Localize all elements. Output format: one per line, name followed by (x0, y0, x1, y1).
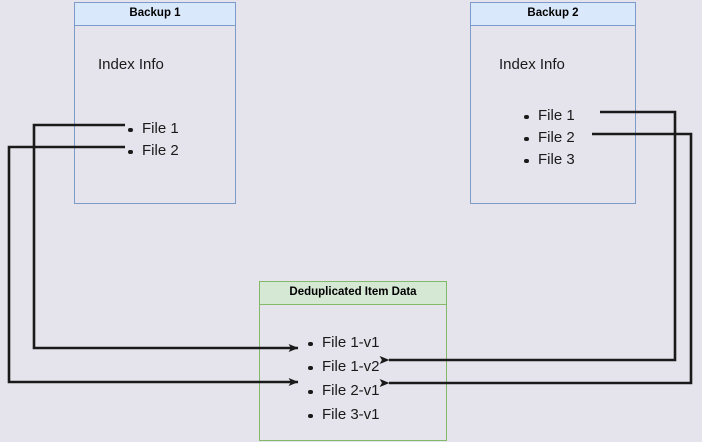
node-backup-2[interactable]: Backup 2 Index Info File 1 File 2 File 3 (470, 2, 636, 204)
node-backup-1[interactable]: Backup 1 Index Info File 1 File 2 (74, 2, 236, 204)
node-backup-1-body: Index Info File 1 File 2 (75, 26, 235, 203)
list-item: File 1-v1 (305, 331, 380, 355)
backup-2-index-label: Index Info (499, 56, 565, 73)
dedup-file-list: File 1-v1 File 1-v2 File 2-v1 File 3-v1 (305, 331, 380, 427)
node-backup-1-header: Backup 1 (75, 3, 235, 26)
list-item: File 1 (125, 118, 179, 140)
backup-1-index-label: Index Info (98, 56, 164, 73)
node-backup-2-body: Index Info File 1 File 2 File 3 (471, 26, 635, 203)
backup-2-file-list: File 1 File 2 File 3 (521, 105, 575, 171)
list-item: File 2 (521, 127, 575, 149)
list-item: File 3-v1 (305, 403, 380, 427)
node-dedup-body: File 1-v1 File 1-v2 File 2-v1 File 3-v1 (260, 305, 446, 440)
backup-1-file-list: File 1 File 2 (125, 118, 179, 162)
list-item: File 1-v2 (305, 355, 380, 379)
list-item: File 3 (521, 149, 575, 171)
node-backup-2-header: Backup 2 (471, 3, 635, 26)
list-item: File 1 (521, 105, 575, 127)
list-item: File 2-v1 (305, 379, 380, 403)
node-dedup-header: Deduplicated Item Data (260, 282, 446, 305)
list-item: File 2 (125, 140, 179, 162)
node-deduplicated-item-data[interactable]: Deduplicated Item Data File 1-v1 File 1-… (259, 281, 447, 441)
